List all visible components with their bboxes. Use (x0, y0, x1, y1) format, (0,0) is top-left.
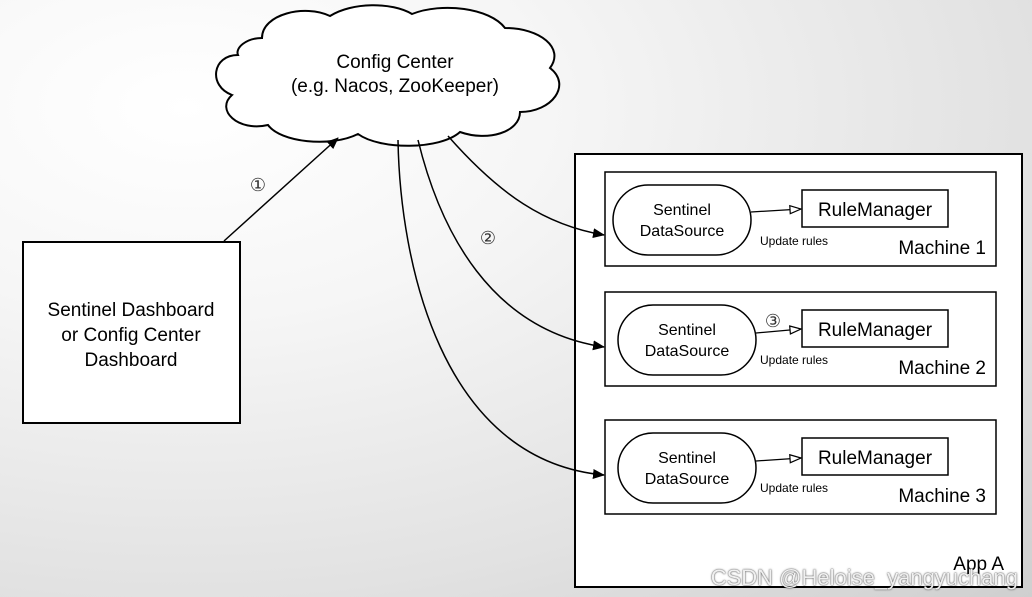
push-to-machine-1-arrow (447, 135, 605, 239)
machine-3-update-label: Update rules (760, 481, 828, 495)
config-center-title: Config Center (336, 52, 454, 73)
machine-2: Sentinel DataSource RuleManager Update r… (604, 291, 997, 387)
machine-3-datasource (617, 432, 757, 504)
watermark: CSDN @Heloise_yangyuchang (710, 565, 1018, 590)
machine-2-rule-manager-label: RuleManager (818, 320, 933, 341)
config-center-cloud: Config Center (e.g. Nacos, ZooKeeper) (215, 4, 561, 147)
machine-1-datasource (612, 184, 752, 256)
machine-2-rule-manager (801, 309, 949, 348)
machine-2-datasource-line2: DataSource (645, 343, 730, 360)
dashboard-label-line1: Sentinel Dashboard (48, 300, 215, 321)
dashboard-box: Sentinel Dashboard or Config Center Dash… (22, 241, 241, 424)
dashboard-label-line3: Dashboard (85, 350, 178, 371)
step-2-marker: ② (480, 228, 496, 249)
machine-3-rule-manager-label: RuleManager (818, 448, 933, 469)
machine-3-datasource-line1: Sentinel (658, 450, 716, 467)
machine-1-update-arrow (750, 209, 801, 212)
machine-1-rule-manager-label: RuleManager (818, 200, 933, 221)
machine-1-name: Machine 1 (898, 238, 986, 259)
machine-2-datasource-line1: Sentinel (658, 322, 716, 339)
push-rules-arrow (223, 137, 339, 242)
step-1-marker: ① (250, 175, 266, 196)
config-center-subtitle: (e.g. Nacos, ZooKeeper) (291, 76, 499, 97)
machine-2-name: Machine 2 (898, 358, 986, 379)
machine-1-rule-manager (801, 189, 949, 228)
machine-3: Sentinel DataSource RuleManager Update r… (604, 419, 997, 515)
machine-3-rule-manager (801, 437, 949, 476)
machine-3-update-arrow (755, 458, 801, 461)
machine-3-datasource-line2: DataSource (645, 471, 730, 488)
machine-1-update-label: Update rules (760, 234, 828, 248)
push-to-machine-3-arrow (397, 139, 605, 479)
step-3-marker: ③ (765, 311, 781, 332)
machine-1-datasource-line2: DataSource (640, 223, 725, 240)
machine-1-datasource-line1: Sentinel (653, 202, 711, 219)
machine-2-update-label: Update rules (760, 353, 828, 367)
app-label: App A (953, 554, 1004, 575)
machine-3-name: Machine 3 (898, 486, 986, 507)
dashboard-label-line2: or Config Center (61, 325, 201, 346)
machine-2-datasource (617, 304, 757, 376)
push-to-machine-2-arrow (417, 139, 605, 351)
machine-2-update-arrow (755, 329, 801, 333)
machine-1: Sentinel DataSource RuleManager Update r… (604, 171, 997, 267)
